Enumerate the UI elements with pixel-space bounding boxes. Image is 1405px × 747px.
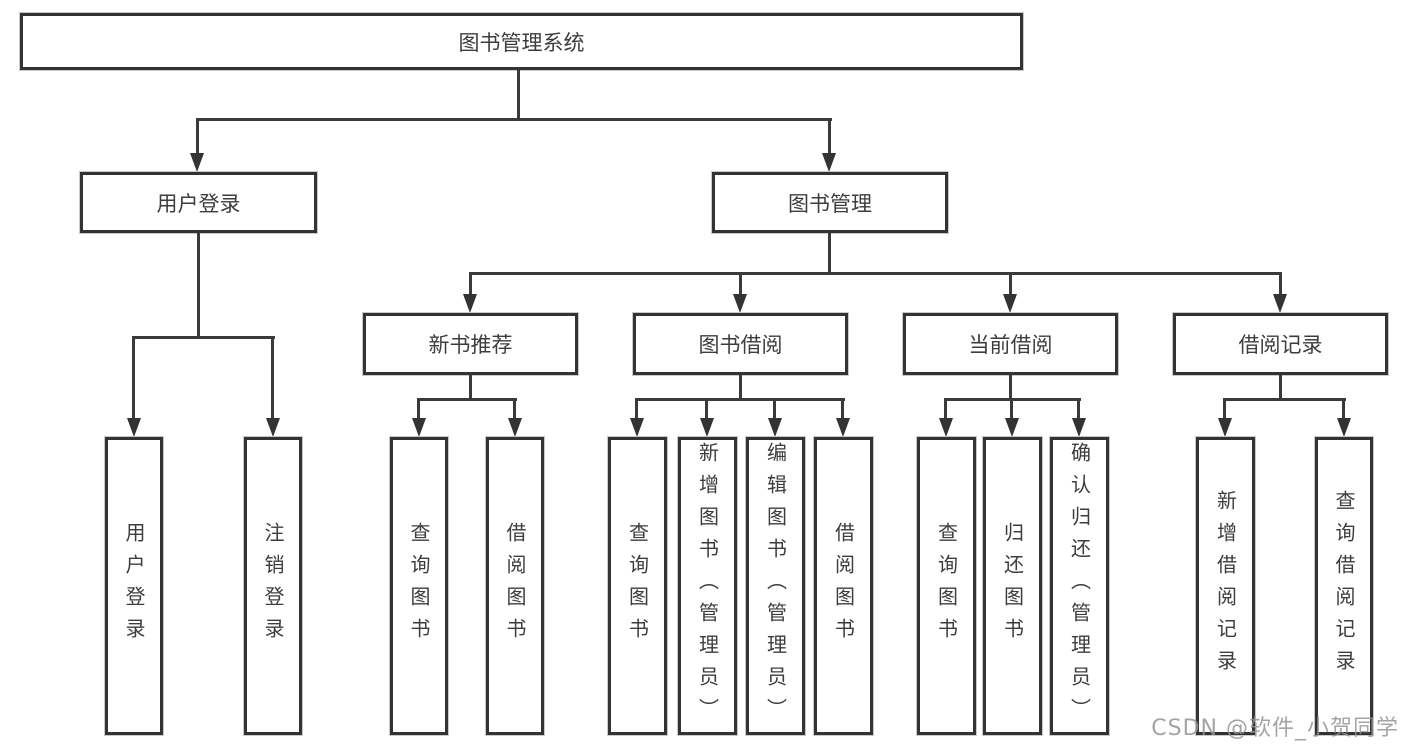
- arrowhead-down-icon: [463, 294, 477, 313]
- leaf-label: 查询图书: [934, 522, 959, 650]
- connector-vline: [469, 375, 472, 400]
- leaf-confirm-return-admin: 确认归还（管理员）: [1050, 437, 1109, 735]
- node-user-login: 用户登录: [80, 172, 317, 233]
- connector-vline: [841, 398, 844, 420]
- connector-vline: [132, 336, 135, 420]
- leaf-label: 借阅图书: [503, 522, 527, 650]
- connector-vline: [197, 233, 200, 338]
- node-label: 借阅记录: [1238, 333, 1323, 357]
- leaf-label: 查询借阅记录: [1332, 490, 1356, 682]
- leaf-label: 归还图书: [1000, 522, 1025, 650]
- arrowhead-down-icon: [266, 418, 280, 437]
- leaf-add-borrow-record: 新增借阅记录: [1196, 437, 1255, 735]
- csdn-watermark: CSDN @软件_小贺同学: [1151, 716, 1399, 741]
- node-current-borrowing: 当前借阅: [903, 313, 1118, 375]
- arrowhead-down-icon: [1218, 418, 1232, 437]
- node-label: 图书管理系统: [458, 30, 585, 55]
- leaf-label: 查询图书: [407, 522, 431, 650]
- leaf-borrow-books: 借阅图书: [814, 437, 873, 735]
- leaf-user-login: 用户登录: [105, 437, 163, 735]
- connector-hline: [1223, 398, 1346, 401]
- connector-vline: [828, 118, 831, 156]
- connector-vline: [417, 398, 420, 420]
- connector-vline: [513, 398, 516, 420]
- node-book-borrowing: 图书借阅: [633, 313, 848, 375]
- connector-hline: [469, 272, 1282, 275]
- arrowhead-down-icon: [190, 153, 204, 172]
- node-new-book-recommendation: 新书推荐: [363, 313, 578, 375]
- leaf-label: 新增借阅记录: [1213, 490, 1238, 682]
- arrowhead-down-icon: [1005, 418, 1019, 437]
- node-library-management-system: 图书管理系统: [20, 13, 1023, 70]
- connector-vline: [1342, 398, 1345, 420]
- node-label: 当前借阅: [968, 333, 1053, 357]
- arrowhead-down-icon: [508, 418, 522, 437]
- connector-hline: [196, 118, 832, 121]
- node-label: 用户登录: [156, 191, 241, 216]
- leaf-query-borrow-record: 查询借阅记录: [1315, 437, 1373, 735]
- connector-vline: [773, 398, 776, 420]
- arrowhead-down-icon: [412, 418, 426, 437]
- connector-vline: [1010, 398, 1013, 420]
- connector-vline: [1009, 272, 1012, 296]
- arrowhead-down-icon: [1072, 418, 1086, 437]
- connector-vline: [739, 375, 742, 400]
- arrowhead-down-icon: [127, 418, 141, 437]
- connector-vline: [1279, 375, 1282, 400]
- leaf-label: 确认归还（管理员）: [1067, 442, 1092, 730]
- leaf-label: 用户登录: [122, 522, 146, 650]
- connector-hline: [417, 398, 517, 401]
- connector-vline: [469, 272, 472, 296]
- connector-vline: [705, 398, 708, 420]
- leaf-logout: 注销登录: [244, 437, 302, 735]
- arrowhead-down-icon: [768, 418, 782, 437]
- connector-hline: [635, 398, 845, 401]
- leaf-label: 编辑图书（管理员）: [763, 442, 788, 730]
- connector-vline: [944, 398, 947, 420]
- arrowhead-down-icon: [1273, 294, 1287, 313]
- node-label: 图书借阅: [698, 333, 783, 357]
- node-label: 新书推荐: [428, 333, 513, 357]
- connector-vline: [1077, 398, 1080, 420]
- leaf-return-books: 归还图书: [983, 437, 1042, 735]
- leaf-query-books: 查询图书: [608, 437, 667, 735]
- leaf-query-books: 查询图书: [917, 437, 976, 735]
- connector-vline: [739, 272, 742, 296]
- arrowhead-down-icon: [822, 153, 836, 172]
- arrowhead-down-icon: [1003, 294, 1017, 313]
- connector-hline: [132, 336, 275, 339]
- node-borrowing-records: 借阅记录: [1173, 313, 1388, 375]
- leaf-edit-books-admin: 编辑图书（管理员）: [746, 437, 805, 735]
- leaf-borrow-books: 借阅图书: [486, 437, 544, 735]
- arrowhead-down-icon: [630, 418, 644, 437]
- connector-vline: [828, 233, 831, 274]
- connector-vline: [1223, 398, 1226, 420]
- node-book-management: 图书管理: [712, 172, 948, 233]
- arrowhead-down-icon: [939, 418, 953, 437]
- arrowhead-down-icon: [700, 418, 714, 437]
- connector-vline: [196, 118, 199, 156]
- connector-vline: [635, 398, 638, 420]
- leaf-label: 借阅图书: [831, 522, 856, 650]
- arrowhead-down-icon: [836, 418, 850, 437]
- connector-vline: [517, 70, 520, 120]
- leaf-label: 新增图书（管理员）: [695, 442, 720, 730]
- leaf-label: 查询图书: [625, 522, 650, 650]
- connector-vline: [1279, 272, 1282, 296]
- connector-vline: [271, 336, 274, 420]
- node-label: 图书管理: [788, 191, 872, 216]
- arrowhead-down-icon: [1337, 418, 1351, 437]
- leaf-query-books: 查询图书: [390, 437, 448, 735]
- leaf-add-books-admin: 新增图书（管理员）: [678, 437, 737, 735]
- leaf-label: 注销登录: [261, 522, 285, 650]
- connector-vline: [1009, 375, 1012, 400]
- arrowhead-down-icon: [733, 294, 747, 313]
